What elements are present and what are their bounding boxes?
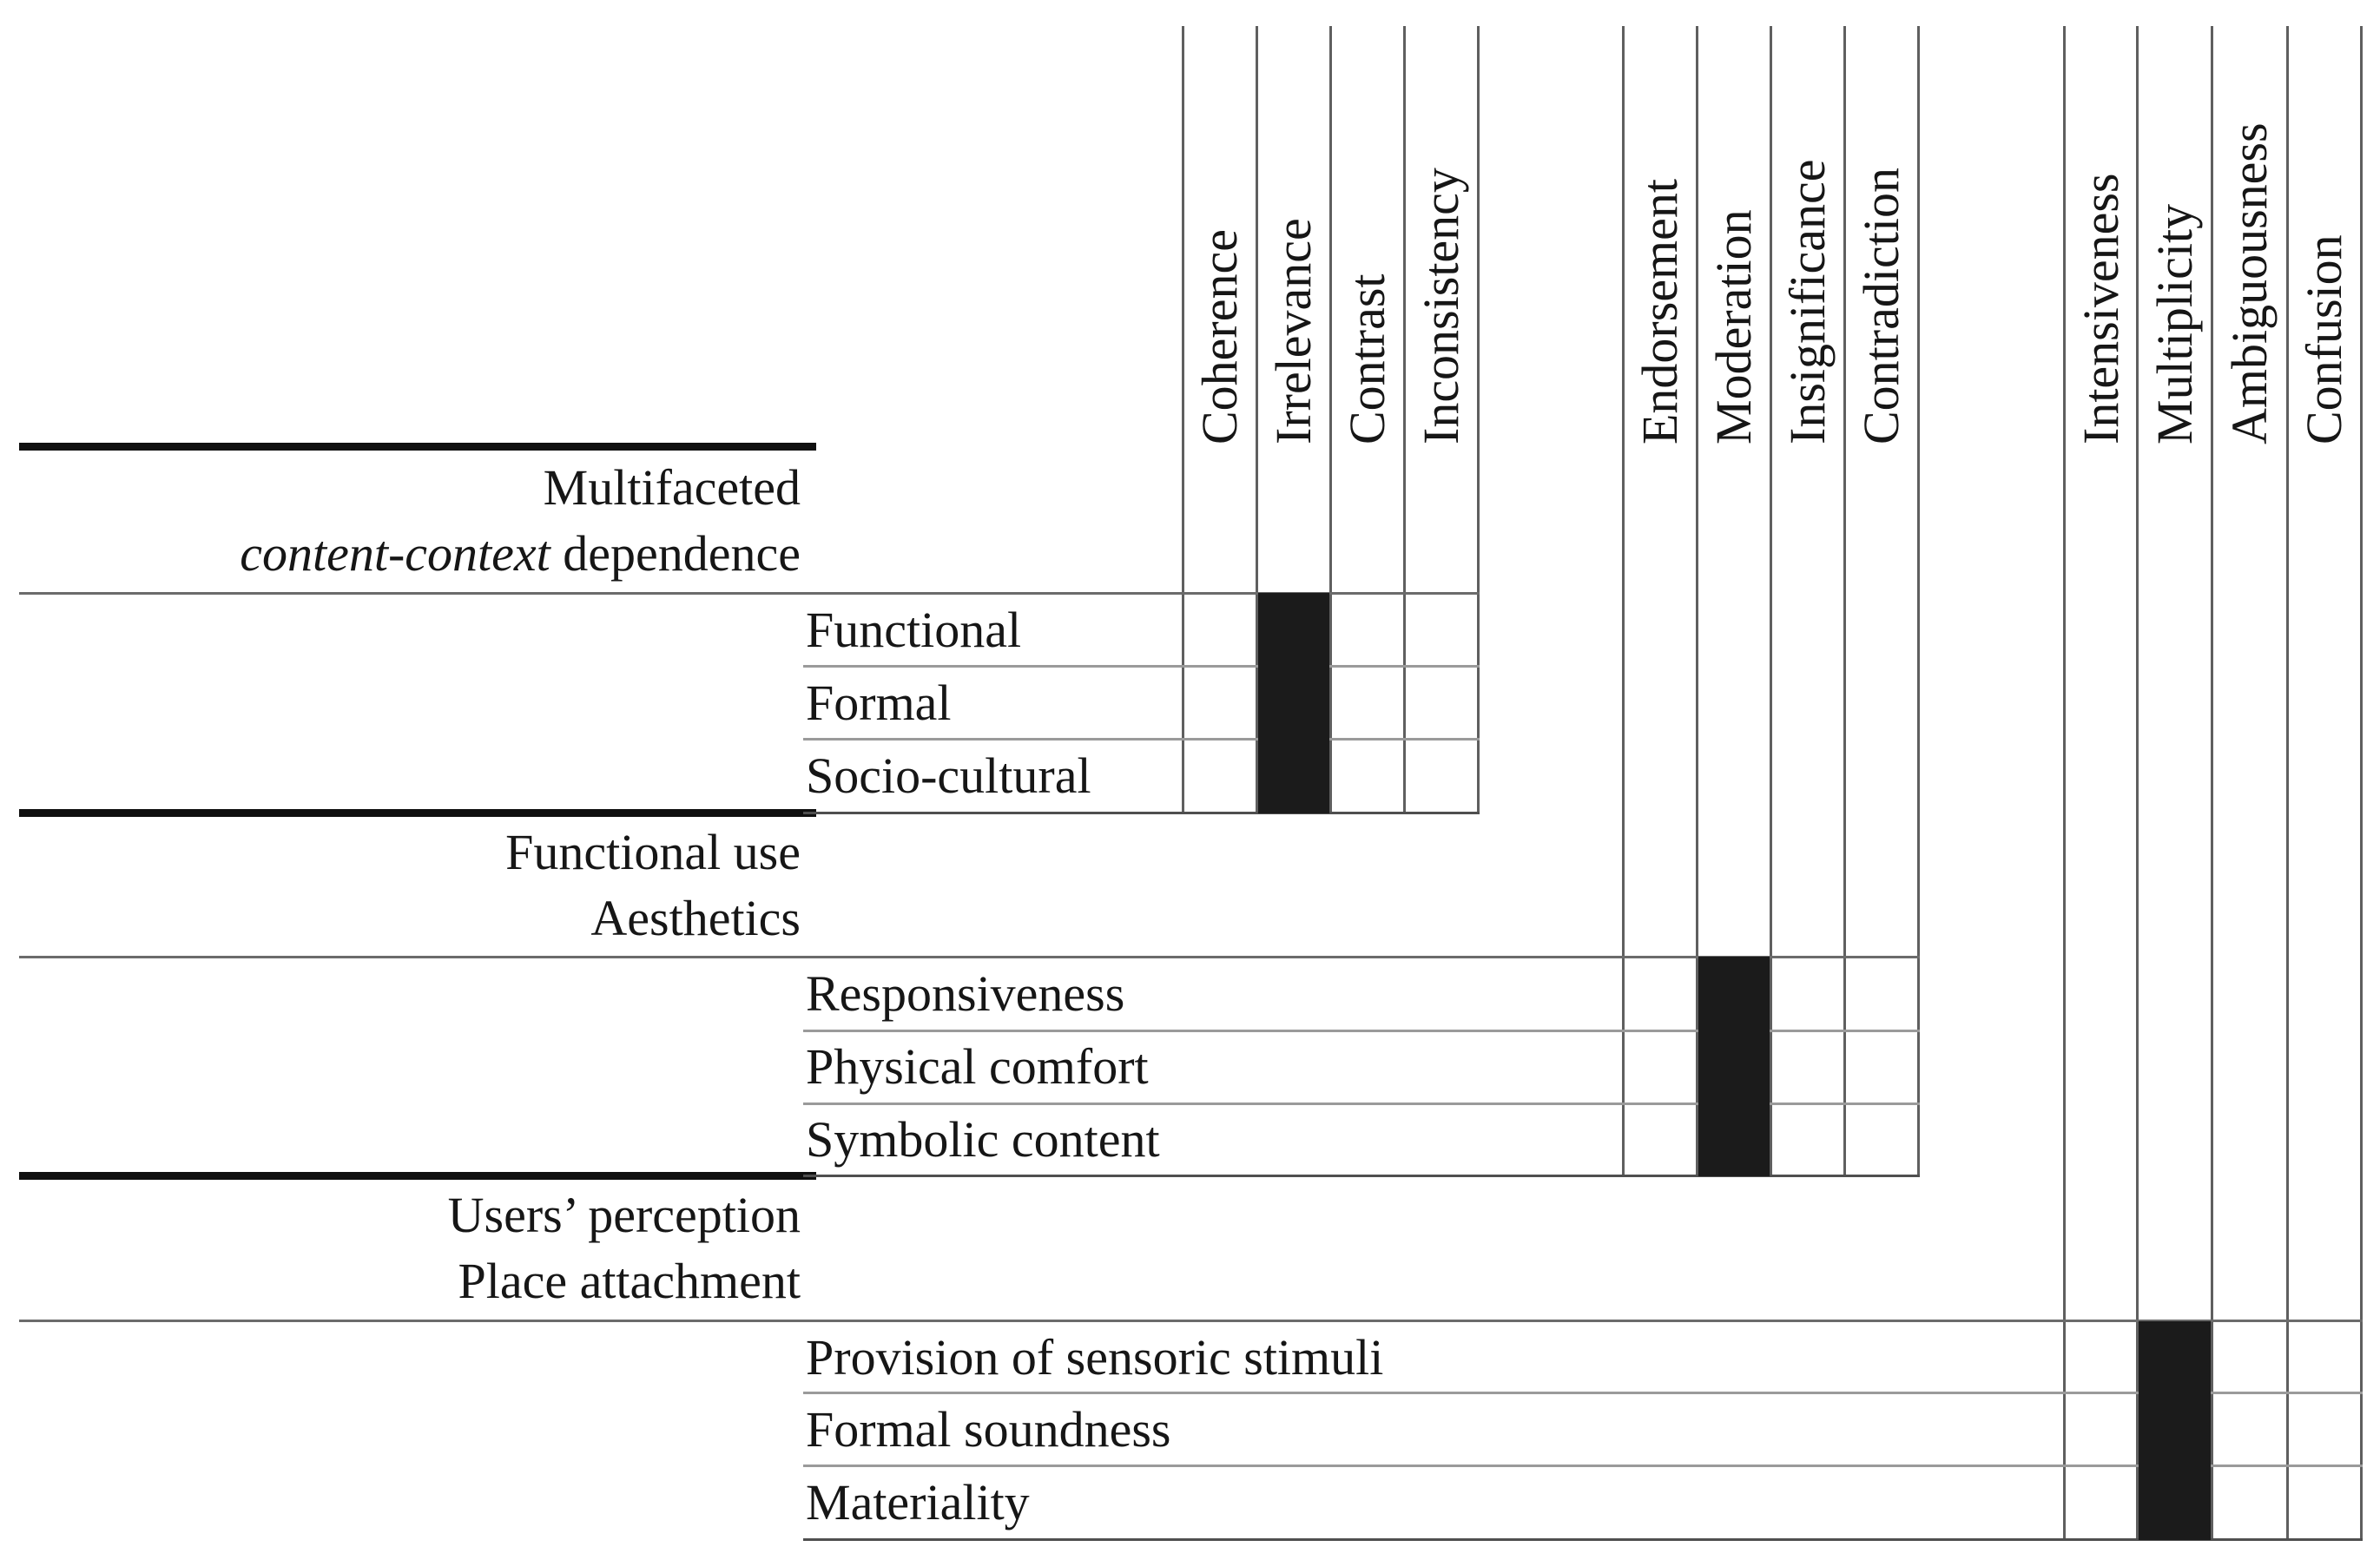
grid-line-vertical — [2286, 26, 2289, 1540]
column-header-irrelevance: Irrelevance — [1265, 218, 1322, 444]
row-label-symbolic-content: Symbolic content — [806, 1110, 1160, 1168]
grid-line-vertical — [1403, 26, 1406, 813]
grid-line-vertical — [2360, 26, 2363, 1540]
row-separator — [803, 665, 1480, 668]
row-label-physical-comfort: Physical comfort — [806, 1037, 1149, 1095]
row-label-socio-cultural: Socio-cultural — [806, 747, 1091, 804]
header-separator — [19, 956, 1920, 958]
column-header-multiplicity: Multiplicity — [2146, 203, 2203, 444]
grid-line-vertical — [1329, 26, 1332, 813]
header-line: Multifaceted — [543, 459, 801, 516]
row-separator — [803, 1103, 1920, 1105]
row-separator — [803, 1465, 2363, 1467]
row-separator — [803, 1392, 2363, 1394]
section-rule — [19, 809, 816, 817]
row-group-header-users-perception: Users’ perception Place attachment — [19, 1182, 801, 1314]
grid-line-vertical — [1182, 26, 1184, 813]
row-separator — [803, 738, 1480, 741]
row-separator — [803, 1030, 1920, 1032]
column-header-endorsement: Endorsement — [1632, 178, 1688, 444]
marked-cell-multiplicity — [2139, 1321, 2211, 1540]
column-header-moderation: Moderation — [1705, 209, 1762, 444]
row-label-functional: Functional — [806, 601, 1022, 658]
block-bottom-line — [803, 1175, 1920, 1177]
row-group-header-functional-use: Functional use Aesthetics — [19, 819, 801, 951]
header-italic-segment: content-context — [240, 525, 550, 582]
column-header-confusion: Confusion — [2296, 234, 2352, 444]
grid-line-vertical — [2063, 26, 2066, 1540]
row-label-formal: Formal — [806, 674, 952, 731]
grid-line-vertical — [1843, 26, 1846, 1176]
section-rule — [19, 443, 816, 451]
header-line: content-context dependence — [19, 521, 801, 587]
row-label-provision-of-sensoric-stimuli: Provision of sensoric stimuli — [806, 1328, 1384, 1386]
grid-line-vertical — [1477, 26, 1480, 813]
row-label-materiality: Materiality — [806, 1473, 1030, 1530]
column-header-contradiction: Contradiction — [1853, 168, 1909, 444]
header-line: Users’ perception — [447, 1187, 801, 1243]
block-bottom-line — [803, 812, 1480, 814]
header-text-segment: dependence — [550, 525, 801, 582]
row-label-formal-soundness: Formal soundness — [806, 1400, 1171, 1458]
marked-cell-moderation — [1698, 957, 1770, 1176]
header-line: Functional use — [505, 824, 801, 880]
grid-line-vertical — [1622, 26, 1625, 1176]
grid-line-vertical — [1256, 26, 1258, 813]
column-header-coherence: Coherence — [1191, 229, 1248, 444]
grid-line-vertical — [2211, 26, 2213, 1540]
marked-cell-irrelevance — [1258, 593, 1329, 813]
column-header-ambiguousness: Ambiguousness — [2221, 122, 2278, 444]
column-header-contrast: Contrast — [1339, 273, 1395, 444]
grid-line-vertical — [1917, 26, 1920, 1176]
header-line: Place attachment — [458, 1253, 801, 1309]
header-separator — [19, 592, 1480, 595]
column-header-inconsistency: Inconsistency — [1413, 168, 1469, 444]
column-header-insignificance: Insignificance — [1779, 159, 1836, 444]
row-label-responsiveness: Responsiveness — [806, 964, 1125, 1022]
grid-line-vertical — [1696, 26, 1698, 1176]
row-group-header-multifaceted: Multifaceted content-context dependence — [19, 455, 801, 587]
header-line: Aesthetics — [590, 890, 801, 946]
grid-line-vertical — [1770, 26, 1772, 1176]
section-rule — [19, 1172, 816, 1180]
header-separator — [19, 1320, 2363, 1322]
block-bottom-line — [803, 1538, 2363, 1541]
column-header-intensiveness: Intensiveness — [2073, 173, 2129, 445]
grid-line-vertical — [2136, 26, 2139, 1540]
